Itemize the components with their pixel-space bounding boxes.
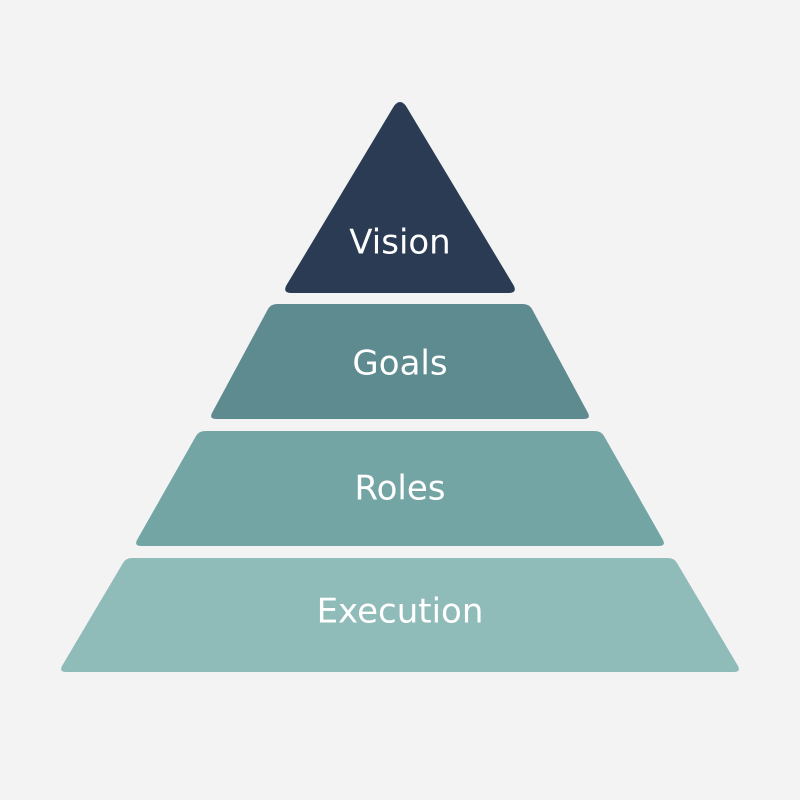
tier-vision-shape xyxy=(285,102,515,293)
tier-roles-shape xyxy=(136,431,664,546)
tier-execution-label: Execution xyxy=(317,592,484,632)
tier-vision-label: Vision xyxy=(349,223,450,263)
tier-goals-shape xyxy=(211,304,589,419)
tier-execution-shape xyxy=(61,558,739,672)
tier-roles-label: Roles xyxy=(355,469,446,509)
tier-goals-label: Goals xyxy=(352,344,447,384)
